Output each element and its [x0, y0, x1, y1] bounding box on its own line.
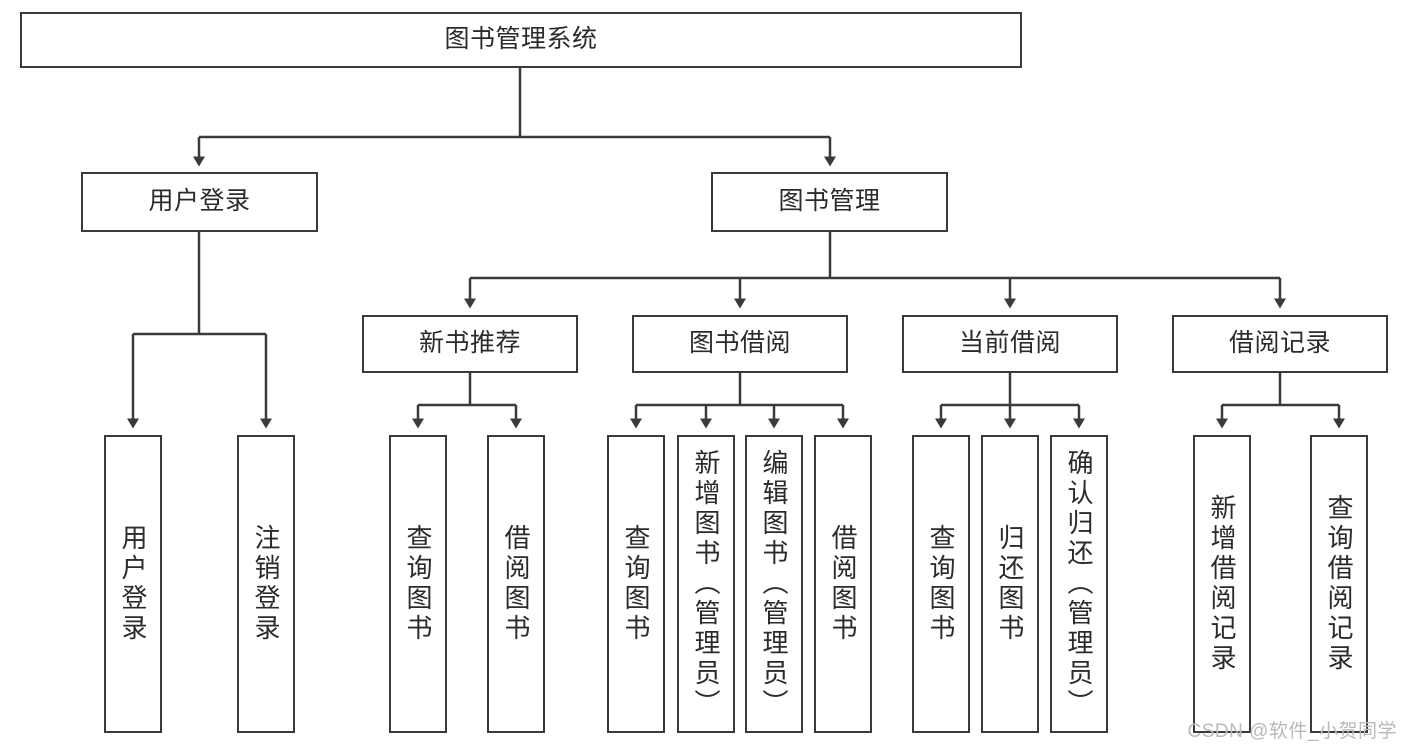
node-label: 借阅图书 [828, 524, 858, 644]
node-label: 查询图书 [403, 524, 433, 644]
node-leaf-query-book-borrow[interactable]: 查询图书 [607, 435, 665, 733]
node-label: 图书管理系统 [444, 25, 598, 54]
node-label: 编辑图书（管理员） [759, 449, 789, 719]
node-label: 用户登录 [148, 187, 251, 216]
node-leaf-confirm-return-admin[interactable]: 确认归还（管理员） [1050, 435, 1108, 733]
node-label: 借阅记录 [1228, 329, 1331, 358]
node-label: 借阅图书 [501, 524, 531, 644]
csdn-watermark: CSDN @软件_小贺同学 [1187, 721, 1397, 742]
node-book-management[interactable]: 图书管理 [711, 172, 948, 232]
node-leaf-add-borrow-record[interactable]: 新增借阅记录 [1193, 435, 1251, 733]
node-label: 查询图书 [621, 524, 651, 644]
node-label: 图书管理 [778, 187, 881, 216]
node-borrow-record[interactable]: 借阅记录 [1172, 315, 1388, 373]
node-leaf-user-login[interactable]: 用户登录 [104, 435, 162, 733]
node-leaf-logout[interactable]: 注销登录 [237, 435, 295, 733]
node-leaf-borrow-book[interactable]: 借阅图书 [814, 435, 872, 733]
node-label: 当前借阅 [958, 329, 1061, 358]
node-new-book-recommend[interactable]: 新书推荐 [362, 315, 578, 373]
node-label: 查询图书 [926, 524, 956, 644]
node-leaf-return-book[interactable]: 归还图书 [981, 435, 1039, 733]
node-label: 注销登录 [251, 524, 281, 644]
node-leaf-add-book-admin[interactable]: 新增图书（管理员） [677, 435, 735, 733]
node-label: 图书借阅 [688, 329, 791, 358]
node-leaf-edit-book-admin[interactable]: 编辑图书（管理员） [745, 435, 803, 733]
node-label: 确认归还（管理员） [1064, 449, 1094, 719]
node-leaf-query-book-current[interactable]: 查询图书 [912, 435, 970, 733]
node-leaf-query-borrow-record[interactable]: 查询借阅记录 [1310, 435, 1368, 733]
node-label: 用户登录 [118, 524, 148, 644]
node-label: 查询借阅记录 [1324, 494, 1354, 674]
node-label: 归还图书 [995, 524, 1025, 644]
node-label: 新增借阅记录 [1207, 494, 1237, 674]
node-root-library-system[interactable]: 图书管理系统 [20, 12, 1022, 68]
node-leaf-query-book-recommend[interactable]: 查询图书 [389, 435, 447, 733]
node-label: 新书推荐 [418, 329, 521, 358]
node-label: 新增图书（管理员） [691, 449, 721, 719]
node-leaf-borrow-book-recommend[interactable]: 借阅图书 [487, 435, 545, 733]
node-book-borrow[interactable]: 图书借阅 [632, 315, 848, 373]
node-current-borrow[interactable]: 当前借阅 [902, 315, 1118, 373]
node-user-login[interactable]: 用户登录 [81, 172, 318, 232]
